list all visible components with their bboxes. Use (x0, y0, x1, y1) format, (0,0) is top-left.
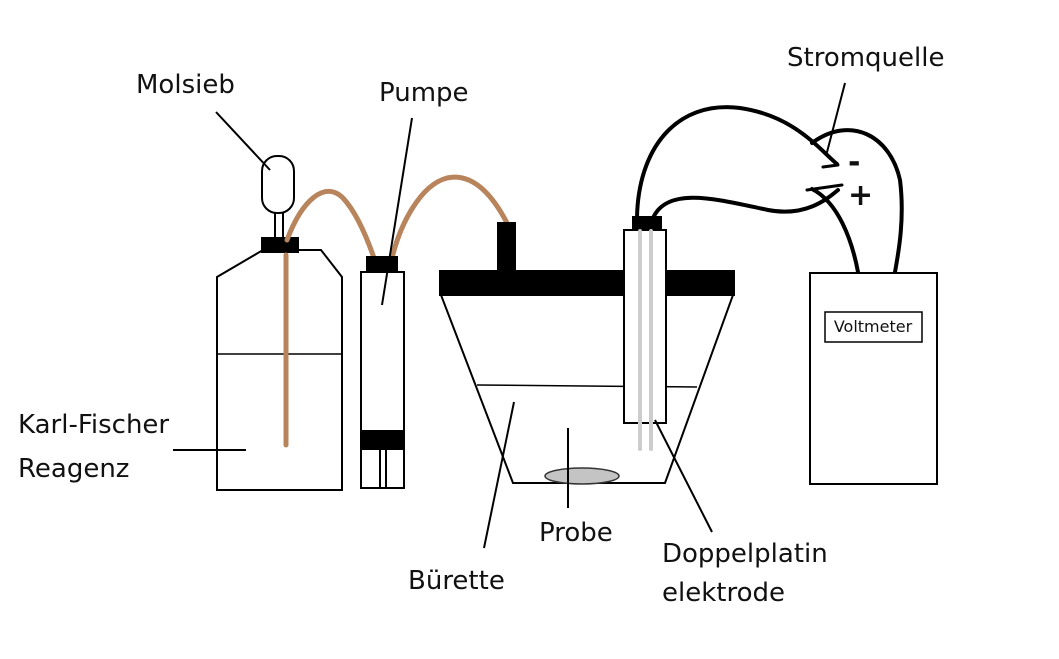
vessel-body (439, 294, 735, 484)
label-reagenz-line1: Karl-Fischer (18, 410, 169, 440)
leader-stromquelle (825, 82, 846, 157)
sample (544, 467, 620, 485)
titration-vessel (439, 222, 735, 485)
wiring (635, 105, 904, 274)
wire-electrode-to-minus (635, 105, 839, 220)
wire-minus-to-voltmeter (810, 128, 904, 274)
label-elektrode-line1: Doppelplatin (662, 539, 828, 569)
tube-bottle-to-pump (284, 189, 377, 261)
double-platinum-electrode (623, 216, 667, 451)
plus-terminal-plate (805, 183, 844, 192)
leader-lines (173, 82, 846, 549)
reagent-bottle (216, 237, 343, 491)
electrode-shaft (623, 229, 667, 424)
label-reagenz-line2: Reagenz (18, 454, 129, 484)
voltmeter-body (809, 272, 938, 485)
burette-inlet (497, 222, 516, 272)
voltmeter-display (824, 311, 923, 343)
pump (360, 256, 405, 489)
label-probe: Probe (539, 518, 613, 548)
minus-terminal-plate (821, 163, 840, 169)
reagent-bottle-cap (261, 237, 299, 253)
label-molsieb: Molsieb (136, 70, 235, 100)
plus-sign: + (848, 178, 873, 213)
voltmeter-label: Voltmeter (834, 317, 913, 336)
tube-pump-to-burette (389, 174, 510, 261)
leader-pumpe (381, 117, 413, 306)
pump-piston (361, 430, 404, 450)
label-stromquelle: Stromquelle (787, 43, 944, 73)
power-source: - + (805, 145, 873, 213)
leader-molsieb (215, 111, 271, 171)
vessel-lid (439, 270, 735, 296)
voltmeter: Voltmeter (809, 272, 938, 485)
molecular-sieve-body (261, 155, 295, 214)
electrode-cap (632, 216, 662, 231)
leader-buerette (483, 401, 515, 549)
reagent-bottle-body (216, 249, 343, 491)
label-elektrode-line2: elektrode (662, 578, 785, 608)
labels: Molsieb Pumpe Stromquelle Karl-Fischer R… (18, 43, 944, 608)
wire-plus-to-voltmeter (810, 187, 860, 274)
leader-elektrode (654, 419, 713, 533)
wire-electrode-to-plus (651, 188, 840, 220)
pump-cap (366, 256, 398, 273)
label-buerette: Bürette (408, 566, 505, 596)
pump-body (360, 271, 405, 489)
molecular-sieve (261, 155, 295, 238)
label-pumpe: Pumpe (379, 78, 469, 108)
minus-sign: - (848, 145, 860, 180)
